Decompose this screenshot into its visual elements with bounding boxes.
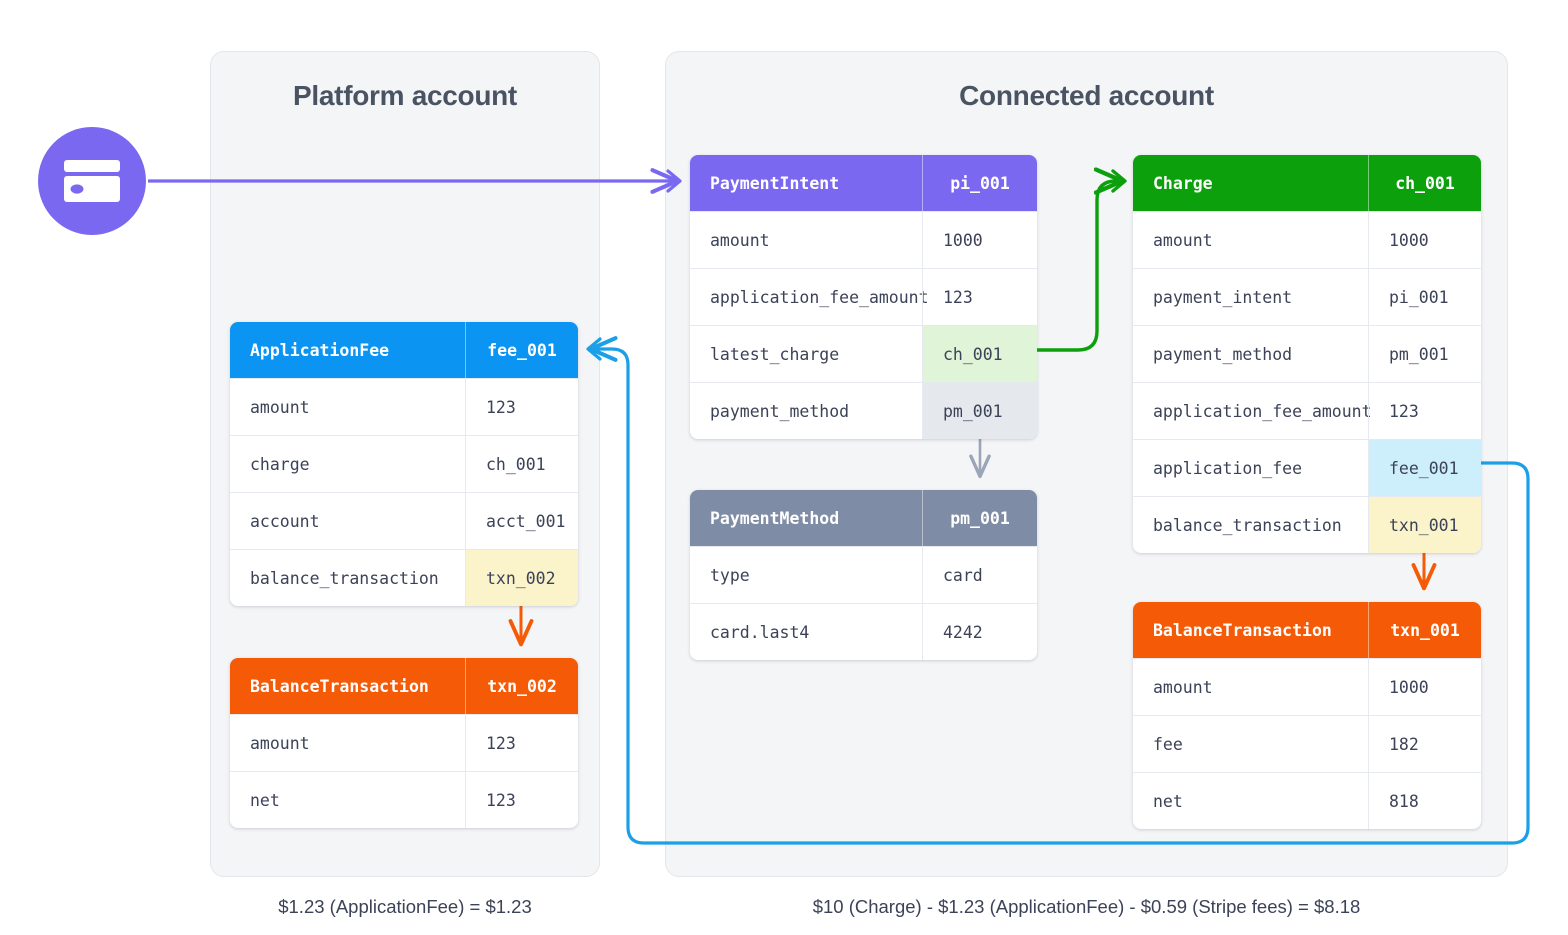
field-key: card.last4 [710, 622, 810, 642]
table-row: payment_intent pi_001 [1133, 268, 1481, 325]
entity-id: pi_001 [922, 155, 1037, 211]
entity-name: ApplicationFee [250, 340, 390, 360]
field-value: txn_001 [1368, 497, 1481, 553]
table-application-fee: ApplicationFee fee_001 amount 123 charge… [230, 322, 578, 606]
entity-id: pm_001 [922, 490, 1037, 546]
table-row: application_fee fee_001 [1133, 439, 1481, 496]
entity-id: ch_001 [1368, 155, 1481, 211]
field-value: 123 [1368, 383, 1481, 439]
field-value: ch_001 [465, 436, 578, 492]
table-payment-method: PaymentMethod pm_001 type card card.last… [690, 490, 1037, 660]
table-header-application-fee: ApplicationFee fee_001 [230, 322, 578, 378]
table-header-platform-balance-transaction: BalanceTransaction txn_002 [230, 658, 578, 714]
entity-name: PaymentIntent [710, 173, 840, 193]
table-header-payment-intent: PaymentIntent pi_001 [690, 155, 1037, 211]
table-row: amount 123 [230, 714, 578, 771]
connected-account-title: Connected account [959, 80, 1214, 111]
table-header-connected-balance-transaction: BalanceTransaction txn_001 [1133, 602, 1481, 658]
field-key: account [250, 511, 320, 531]
field-value: 123 [465, 715, 578, 771]
field-value: 1000 [922, 212, 1037, 268]
table-payment-intent: PaymentIntent pi_001 amount 1000 applica… [690, 155, 1037, 439]
table-row: payment_method pm_001 [1133, 325, 1481, 382]
field-value: 182 [1368, 716, 1481, 772]
entity-name: BalanceTransaction [1153, 620, 1332, 640]
field-key: amount [250, 397, 310, 417]
platform-account-caption: $1.23 (ApplicationFee) = $1.23 [278, 896, 532, 917]
field-key: application_fee [1153, 458, 1303, 478]
field-value: pm_001 [1368, 326, 1481, 382]
field-key: amount [710, 230, 770, 250]
connected-account-caption: $10 (Charge) - $1.23 (ApplicationFee) - … [812, 896, 1361, 917]
field-key: payment_intent [1153, 287, 1293, 307]
table-header-charge: Charge ch_001 [1133, 155, 1481, 211]
field-key: application_fee_amount [1153, 401, 1372, 421]
connector-charge-application-fee-to-application-fee [590, 349, 1530, 845]
entity-id: fee_001 [465, 322, 578, 378]
field-value: pm_001 [922, 383, 1037, 439]
field-key: latest_charge [710, 344, 840, 364]
field-key: net [1153, 791, 1183, 811]
field-key: amount [1153, 677, 1213, 697]
table-row: amount 1000 [1133, 658, 1481, 715]
table-row: net 123 [230, 771, 578, 828]
entity-name: BalanceTransaction [250, 676, 429, 696]
field-value: 4242 [922, 604, 1037, 660]
field-value: 123 [465, 379, 578, 435]
platform-account-title: Platform account [293, 80, 517, 111]
field-value: 1000 [1368, 212, 1481, 268]
field-value: acct_001 [465, 493, 578, 549]
credit-card-icon [38, 127, 146, 235]
table-row: net 818 [1133, 772, 1481, 829]
table-row: balance_transaction txn_001 [1133, 496, 1481, 553]
field-key: application_fee_amount [710, 287, 929, 307]
field-value: 123 [465, 772, 578, 828]
table-header-payment-method: PaymentMethod pm_001 [690, 490, 1037, 546]
table-row: amount 123 [230, 378, 578, 435]
field-value: fee_001 [1368, 440, 1481, 496]
table-row: type card [690, 546, 1037, 603]
entity-name: PaymentMethod [710, 508, 840, 528]
entity-name: Charge [1153, 173, 1213, 193]
table-row: application_fee_amount 123 [1133, 382, 1481, 439]
field-value: 818 [1368, 773, 1481, 829]
table-row: payment_method pm_001 [690, 382, 1037, 439]
table-row: amount 1000 [1133, 211, 1481, 268]
field-key: payment_method [710, 401, 850, 421]
table-row: latest_charge ch_001 [690, 325, 1037, 382]
table-row: charge ch_001 [230, 435, 578, 492]
field-value: pi_001 [1368, 269, 1481, 325]
entity-id: txn_001 [1368, 602, 1481, 658]
field-key: amount [1153, 230, 1213, 250]
field-key: charge [250, 454, 310, 474]
field-value: ch_001 [922, 326, 1037, 382]
field-value: txn_002 [465, 550, 578, 606]
field-key: amount [250, 733, 310, 753]
field-key: payment_method [1153, 344, 1293, 364]
field-key: fee [1153, 734, 1183, 754]
field-value: 1000 [1368, 659, 1481, 715]
table-row: account acct_001 [230, 492, 578, 549]
table-connected-balance-transaction: BalanceTransaction txn_001 amount 1000 f… [1133, 602, 1481, 829]
table-charge: Charge ch_001 amount 1000 payment_intent… [1133, 155, 1481, 553]
field-key: net [250, 790, 280, 810]
table-row: fee 182 [1133, 715, 1481, 772]
field-value: 123 [922, 269, 1037, 325]
table-row: amount 1000 [690, 211, 1037, 268]
table-row: balance_transaction txn_002 [230, 549, 578, 606]
connector-latest-charge-to-charge [1037, 181, 1123, 352]
table-row: card.last4 4242 [690, 603, 1037, 660]
table-row: application_fee_amount 123 [690, 268, 1037, 325]
field-value: card [922, 547, 1037, 603]
field-key: balance_transaction [250, 568, 439, 588]
field-key: balance_transaction [1153, 515, 1342, 535]
field-key: type [710, 565, 750, 585]
table-platform-balance-transaction: BalanceTransaction txn_002 amount 123 ne… [230, 658, 578, 828]
entity-id: txn_002 [465, 658, 578, 714]
